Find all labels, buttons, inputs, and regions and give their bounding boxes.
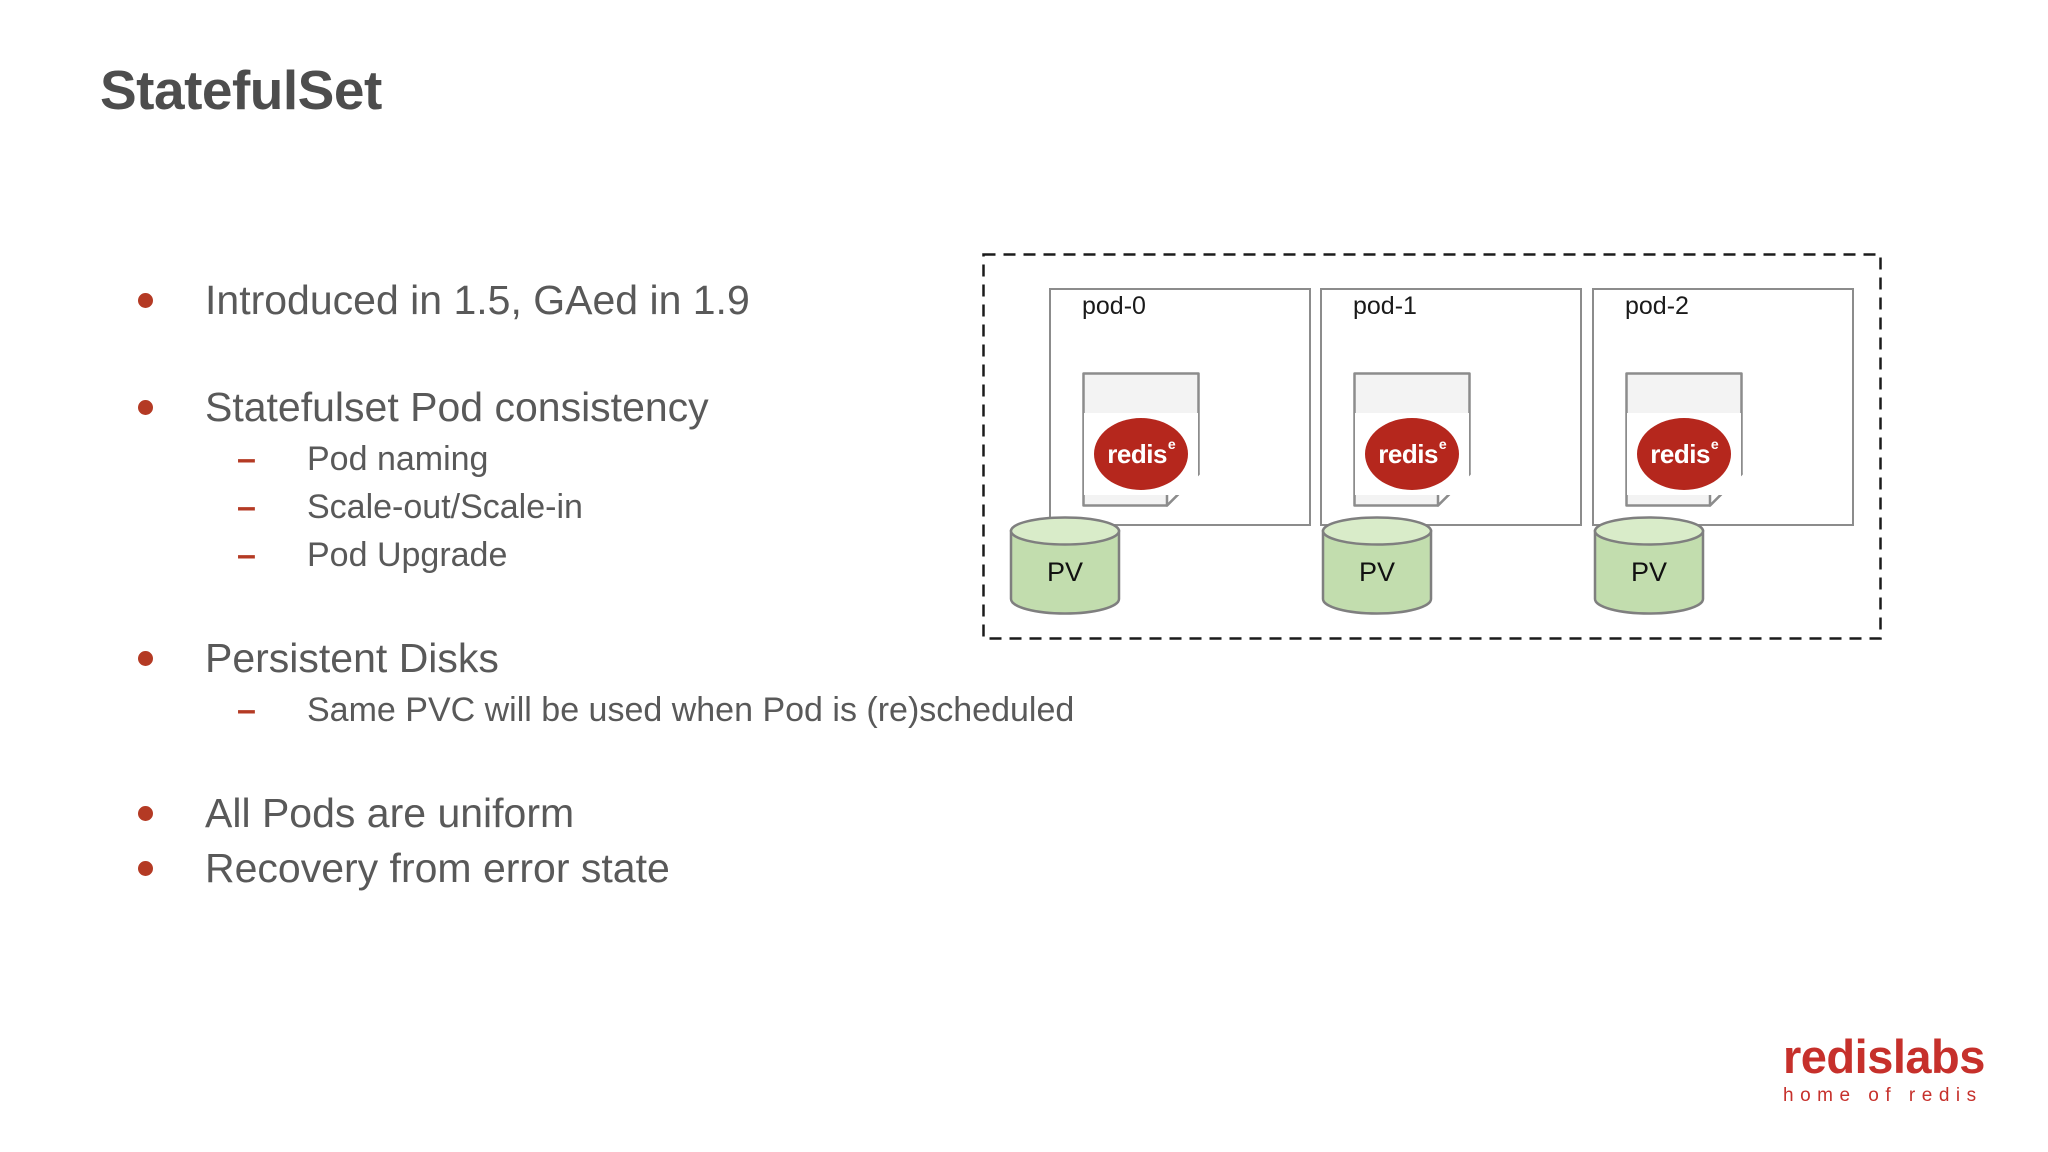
- pod-label: pod-0: [1082, 292, 1146, 320]
- bullet-dot-icon: [138, 273, 205, 328]
- pod-unit: pod-0 redis e PV: [1009, 288, 1311, 623]
- bullet-text: Statefulset Pod consistency: [205, 384, 709, 430]
- cylinder-icon: [1321, 516, 1433, 615]
- cylinder-icon: [1009, 516, 1121, 615]
- dashed-boundary: [982, 253, 1882, 640]
- redis-logo-band: redis e: [1627, 413, 1741, 495]
- bullet-item: All Pods are uniform: [0, 786, 1180, 841]
- pod-unit: pod-1 redis e PV: [1320, 288, 1582, 623]
- pod-label: pod-1: [1353, 292, 1417, 320]
- sub-bullet-item: – Pod naming: [0, 435, 1180, 483]
- bullet-dash-icon: –: [237, 691, 256, 729]
- bullet-text: Introduced in 1.5, GAed in 1.9: [205, 277, 750, 323]
- redis-logo-sup: e: [1167, 436, 1176, 452]
- bullet-dot-icon: [138, 380, 205, 435]
- bullet-item: Persistent Disks: [0, 631, 1180, 686]
- redis-logo-text: redis: [1378, 438, 1438, 469]
- pv-label: PV: [1630, 557, 1668, 587]
- bullet-item: Introduced in 1.5, GAed in 1.9: [0, 273, 1180, 328]
- bullet-item: Recovery from error state: [0, 841, 1180, 896]
- bullet-dot-icon: [138, 631, 205, 686]
- redis-logo-icon: redis e: [1637, 418, 1731, 490]
- redis-logo-icon: redis e: [1365, 418, 1459, 490]
- sub-bullet-item: – Scale-out/Scale-in: [0, 483, 1180, 531]
- bullet-text: Same PVC will be used when Pod is (re)sc…: [307, 691, 1075, 729]
- pod-unit: pod-2 redis e PV: [1592, 288, 1854, 623]
- bullet-dot-icon: [138, 841, 205, 896]
- bullet-text: Recovery from error state: [205, 845, 670, 891]
- bullet-text: Persistent Disks: [205, 635, 499, 681]
- bullet-dash-icon: –: [237, 488, 256, 526]
- redislabs-logo: redislabs home of redis: [1783, 1032, 1985, 1107]
- bullet-dot-icon: [138, 786, 205, 841]
- sub-bullet-item: – Same PVC will be used when Pod is (re)s…: [0, 686, 1180, 734]
- bullet-item: Statefulset Pod consistency: [0, 380, 1180, 435]
- bullet-text: All Pods are uniform: [205, 790, 575, 836]
- persistent-volume-icon: PV: [1320, 515, 1434, 617]
- page-title: StatefulSet: [100, 59, 382, 121]
- redislabs-wordmark: redislabs: [1783, 1030, 1985, 1083]
- redis-logo-text: redis: [1107, 438, 1167, 469]
- pod-label: pod-2: [1625, 292, 1689, 320]
- cylinder-icon: [1593, 516, 1705, 615]
- sub-bullet-item: – Pod Upgrade: [0, 531, 1180, 579]
- redis-container-icon: redis e: [1625, 372, 1743, 507]
- redis-logo-text: redis: [1650, 438, 1710, 469]
- pv-label: PV: [1046, 557, 1084, 587]
- redis-container-icon: redis e: [1082, 372, 1200, 507]
- redis-logo-band: redis e: [1084, 413, 1198, 495]
- persistent-volume-icon: PV: [1592, 515, 1706, 617]
- bullet-text: Pod naming: [307, 440, 489, 478]
- redis-logo-sup: e: [1438, 436, 1447, 452]
- bullet-text: Pod Upgrade: [307, 536, 508, 574]
- redislabs-tagline: home of redis: [1783, 1085, 1983, 1107]
- pv-label: PV: [1358, 557, 1396, 587]
- redis-container-icon: redis e: [1353, 372, 1471, 507]
- bullet-dash-icon: –: [237, 440, 256, 478]
- bullet-text: Scale-out/Scale-in: [307, 488, 583, 526]
- redis-logo-icon: redis e: [1094, 418, 1188, 490]
- redis-logo-band: redis e: [1355, 413, 1469, 495]
- bullet-dash-icon: –: [237, 536, 256, 574]
- redis-logo-sup: e: [1710, 436, 1719, 452]
- statefulset-diagram: pod-0 redis e PV pod-1: [982, 253, 1882, 640]
- persistent-volume-icon: PV: [1008, 515, 1122, 617]
